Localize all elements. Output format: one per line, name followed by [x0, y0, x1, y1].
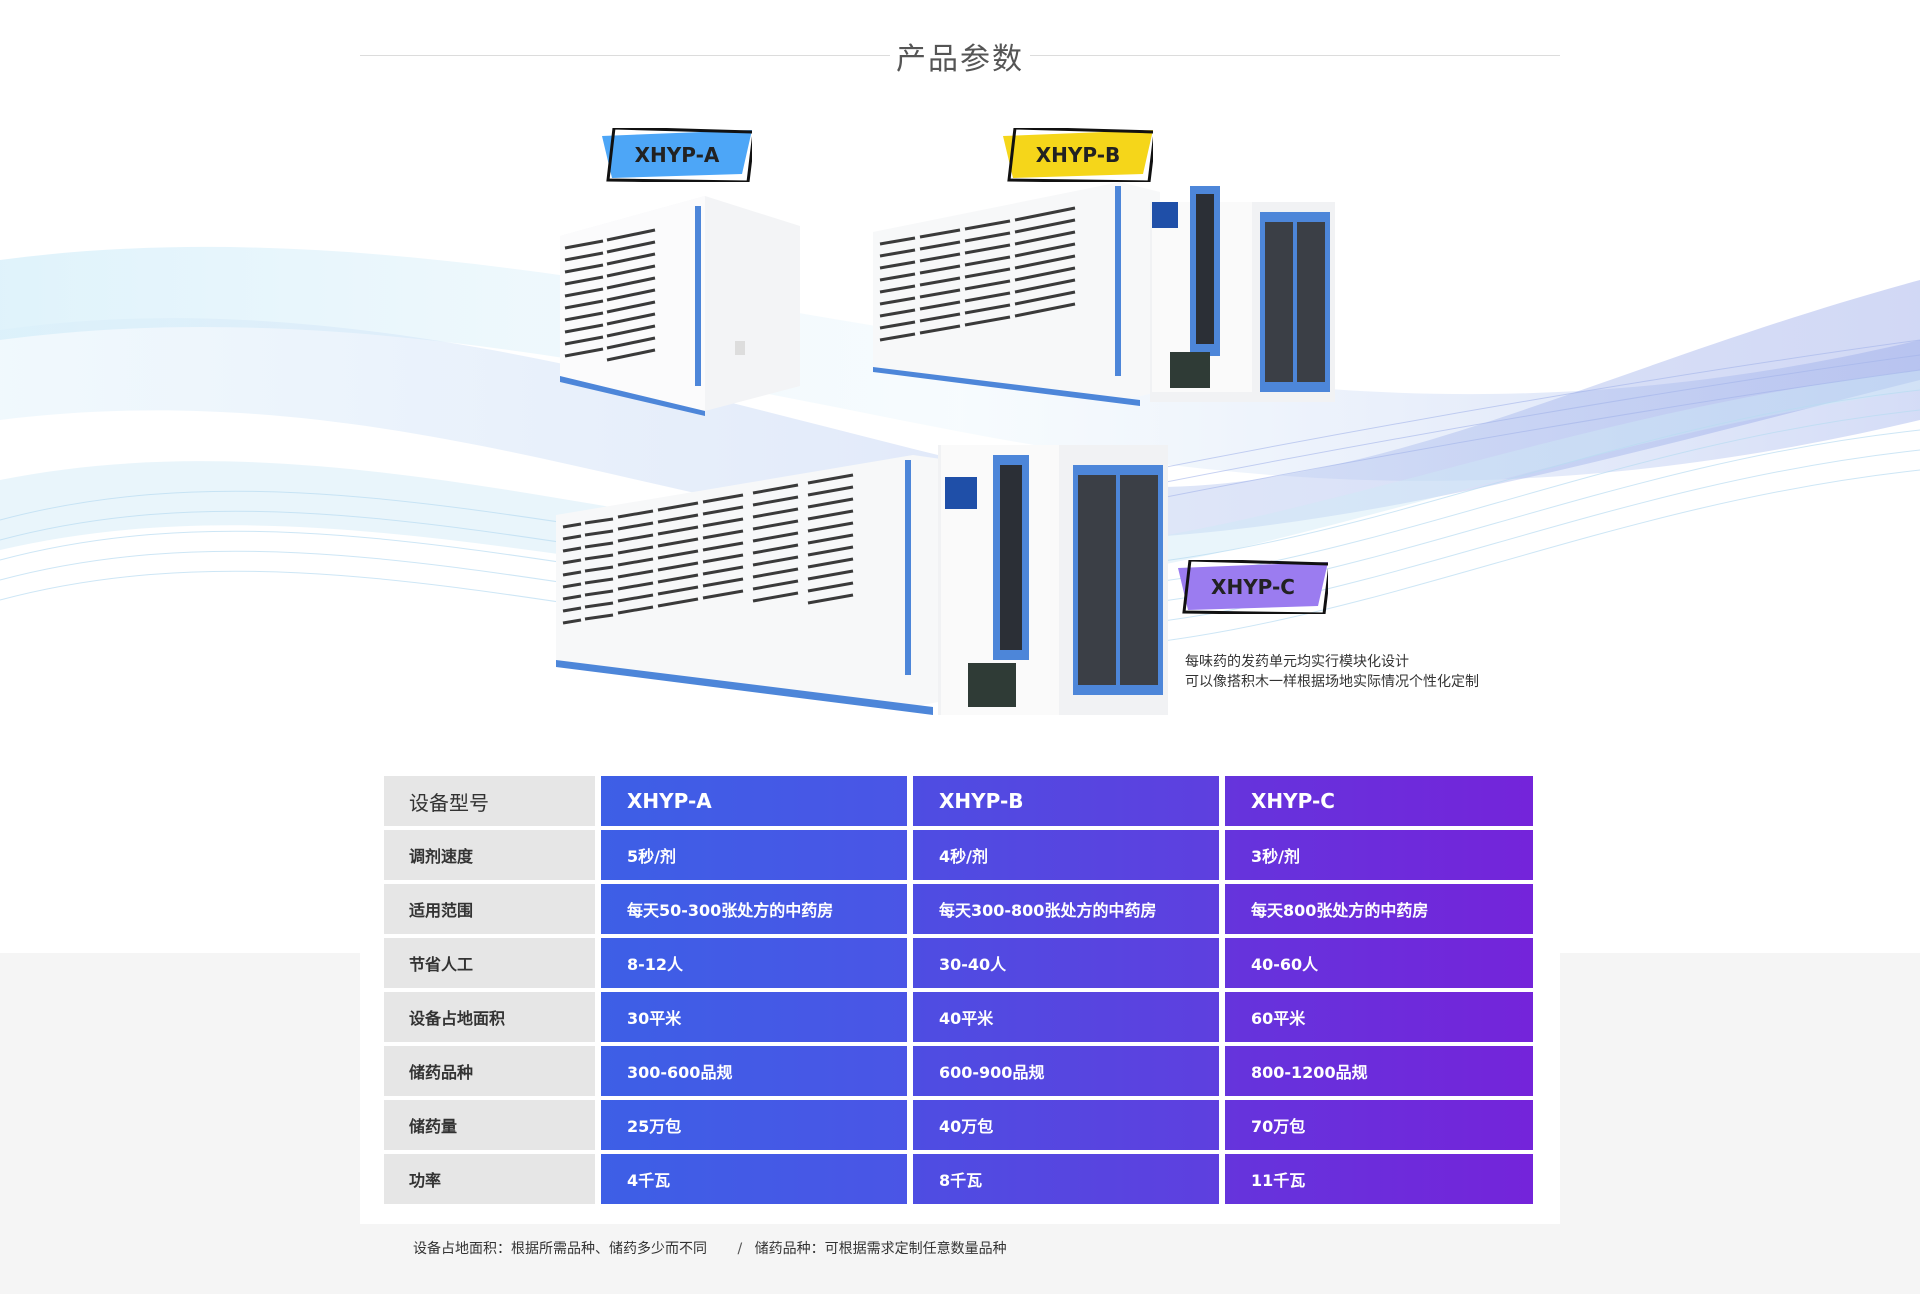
cell-c: 每天800张处方的中药房: [1225, 884, 1533, 934]
cell-c: 3秒/剂: [1225, 830, 1533, 880]
badge-label-c: XHYP-C: [1211, 575, 1295, 599]
table-row: 节省人工 8-12人 30-40人 40-60人: [384, 938, 1533, 988]
footnote-separator: /: [737, 1241, 743, 1257]
badge-xhyp-c: XHYP-C: [1178, 560, 1328, 614]
table-header-row: 设备型号 XHYP-A XHYP-B XHYP-C: [384, 776, 1533, 826]
cell-c: 70万包: [1225, 1100, 1533, 1150]
row-label: 调剂速度: [384, 830, 595, 880]
cell-c: 11千瓦: [1225, 1154, 1533, 1204]
cell-a: 300-600品规: [601, 1046, 907, 1096]
cell-b: 40万包: [913, 1100, 1219, 1150]
cell-b: 4秒/剂: [913, 830, 1219, 880]
modular-note: 每味药的发药单元均实行模块化设计 可以像搭积木一样根据场地实际情况个性化定制: [1185, 652, 1479, 692]
cell-b: 600-900品规: [913, 1046, 1219, 1096]
row-label: 节省人工: [384, 938, 595, 988]
row-label: 适用范围: [384, 884, 595, 934]
section-header: 产品参数: [360, 30, 1560, 80]
cell-c: 800-1200品规: [1225, 1046, 1533, 1096]
table-row: 储药量 25万包 40万包 70万包: [384, 1100, 1533, 1150]
note-line-2: 可以像搭积木一样根据场地实际情况个性化定制: [1185, 674, 1479, 690]
cell-b: 30-40人: [913, 938, 1219, 988]
table-row: 储药品种 300-600品规 600-900品规 800-1200品规: [384, 1046, 1533, 1096]
cell-a: 5秒/剂: [601, 830, 907, 880]
cell-a: 4千瓦: [601, 1154, 907, 1204]
row-label: 设备占地面积: [384, 992, 595, 1042]
badge-label-b: XHYP-B: [1035, 143, 1121, 167]
cell-b: 每天300-800张处方的中药房: [913, 884, 1219, 934]
badge-label-a: XHYP-A: [634, 143, 720, 167]
footnote: 设备占地面积：根据所需品种、储药多少而不同 / 储药品种：可根据需求定制任意数量…: [413, 1238, 1015, 1258]
header-model-c: XHYP-C: [1225, 776, 1533, 826]
table-row: 功率 4千瓦 8千瓦 11千瓦: [384, 1154, 1533, 1204]
row-label: 储药品种: [384, 1046, 595, 1096]
cell-c: 40-60人: [1225, 938, 1533, 988]
header-model-b: XHYP-B: [913, 776, 1219, 826]
row-label: 储药量: [384, 1100, 595, 1150]
table-row: 适用范围 每天50-300张处方的中药房 每天300-800张处方的中药房 每天…: [384, 884, 1533, 934]
note-line-1: 每味药的发药单元均实行模块化设计: [1185, 654, 1409, 670]
cell-a: 25万包: [601, 1100, 907, 1150]
cell-a: 30平米: [601, 992, 907, 1042]
divider-right: [1030, 55, 1560, 56]
header-label: 设备型号: [384, 776, 595, 826]
machine-a-image: [560, 196, 800, 416]
table-row: 调剂速度 5秒/剂 4秒/剂 3秒/剂: [384, 830, 1533, 880]
machine-b-image: [873, 182, 1335, 406]
row-label: 功率: [384, 1154, 595, 1204]
spec-table: 设备型号 XHYP-A XHYP-B XHYP-C 调剂速度 5秒/剂 4秒/剂…: [378, 772, 1539, 1208]
cell-a: 8-12人: [601, 938, 907, 988]
section-title: 产品参数: [896, 42, 1024, 77]
cell-b: 8千瓦: [913, 1154, 1219, 1204]
footnote-area: 设备占地面积：根据所需品种、储药多少而不同: [413, 1241, 707, 1257]
badge-xhyp-a: XHYP-A: [602, 128, 752, 182]
badge-xhyp-b: XHYP-B: [1003, 128, 1153, 182]
cell-c: 60平米: [1225, 992, 1533, 1042]
table-row: 设备占地面积 30平米 40平米 60平米: [384, 992, 1533, 1042]
cell-a: 每天50-300张处方的中药房: [601, 884, 907, 934]
footnote-varieties: 储药品种：可根据需求定制任意数量品种: [754, 1241, 1007, 1257]
header-model-a: XHYP-A: [601, 776, 907, 826]
divider-left: [360, 55, 890, 56]
cell-b: 40平米: [913, 992, 1219, 1042]
machine-c-image: [556, 445, 1168, 715]
